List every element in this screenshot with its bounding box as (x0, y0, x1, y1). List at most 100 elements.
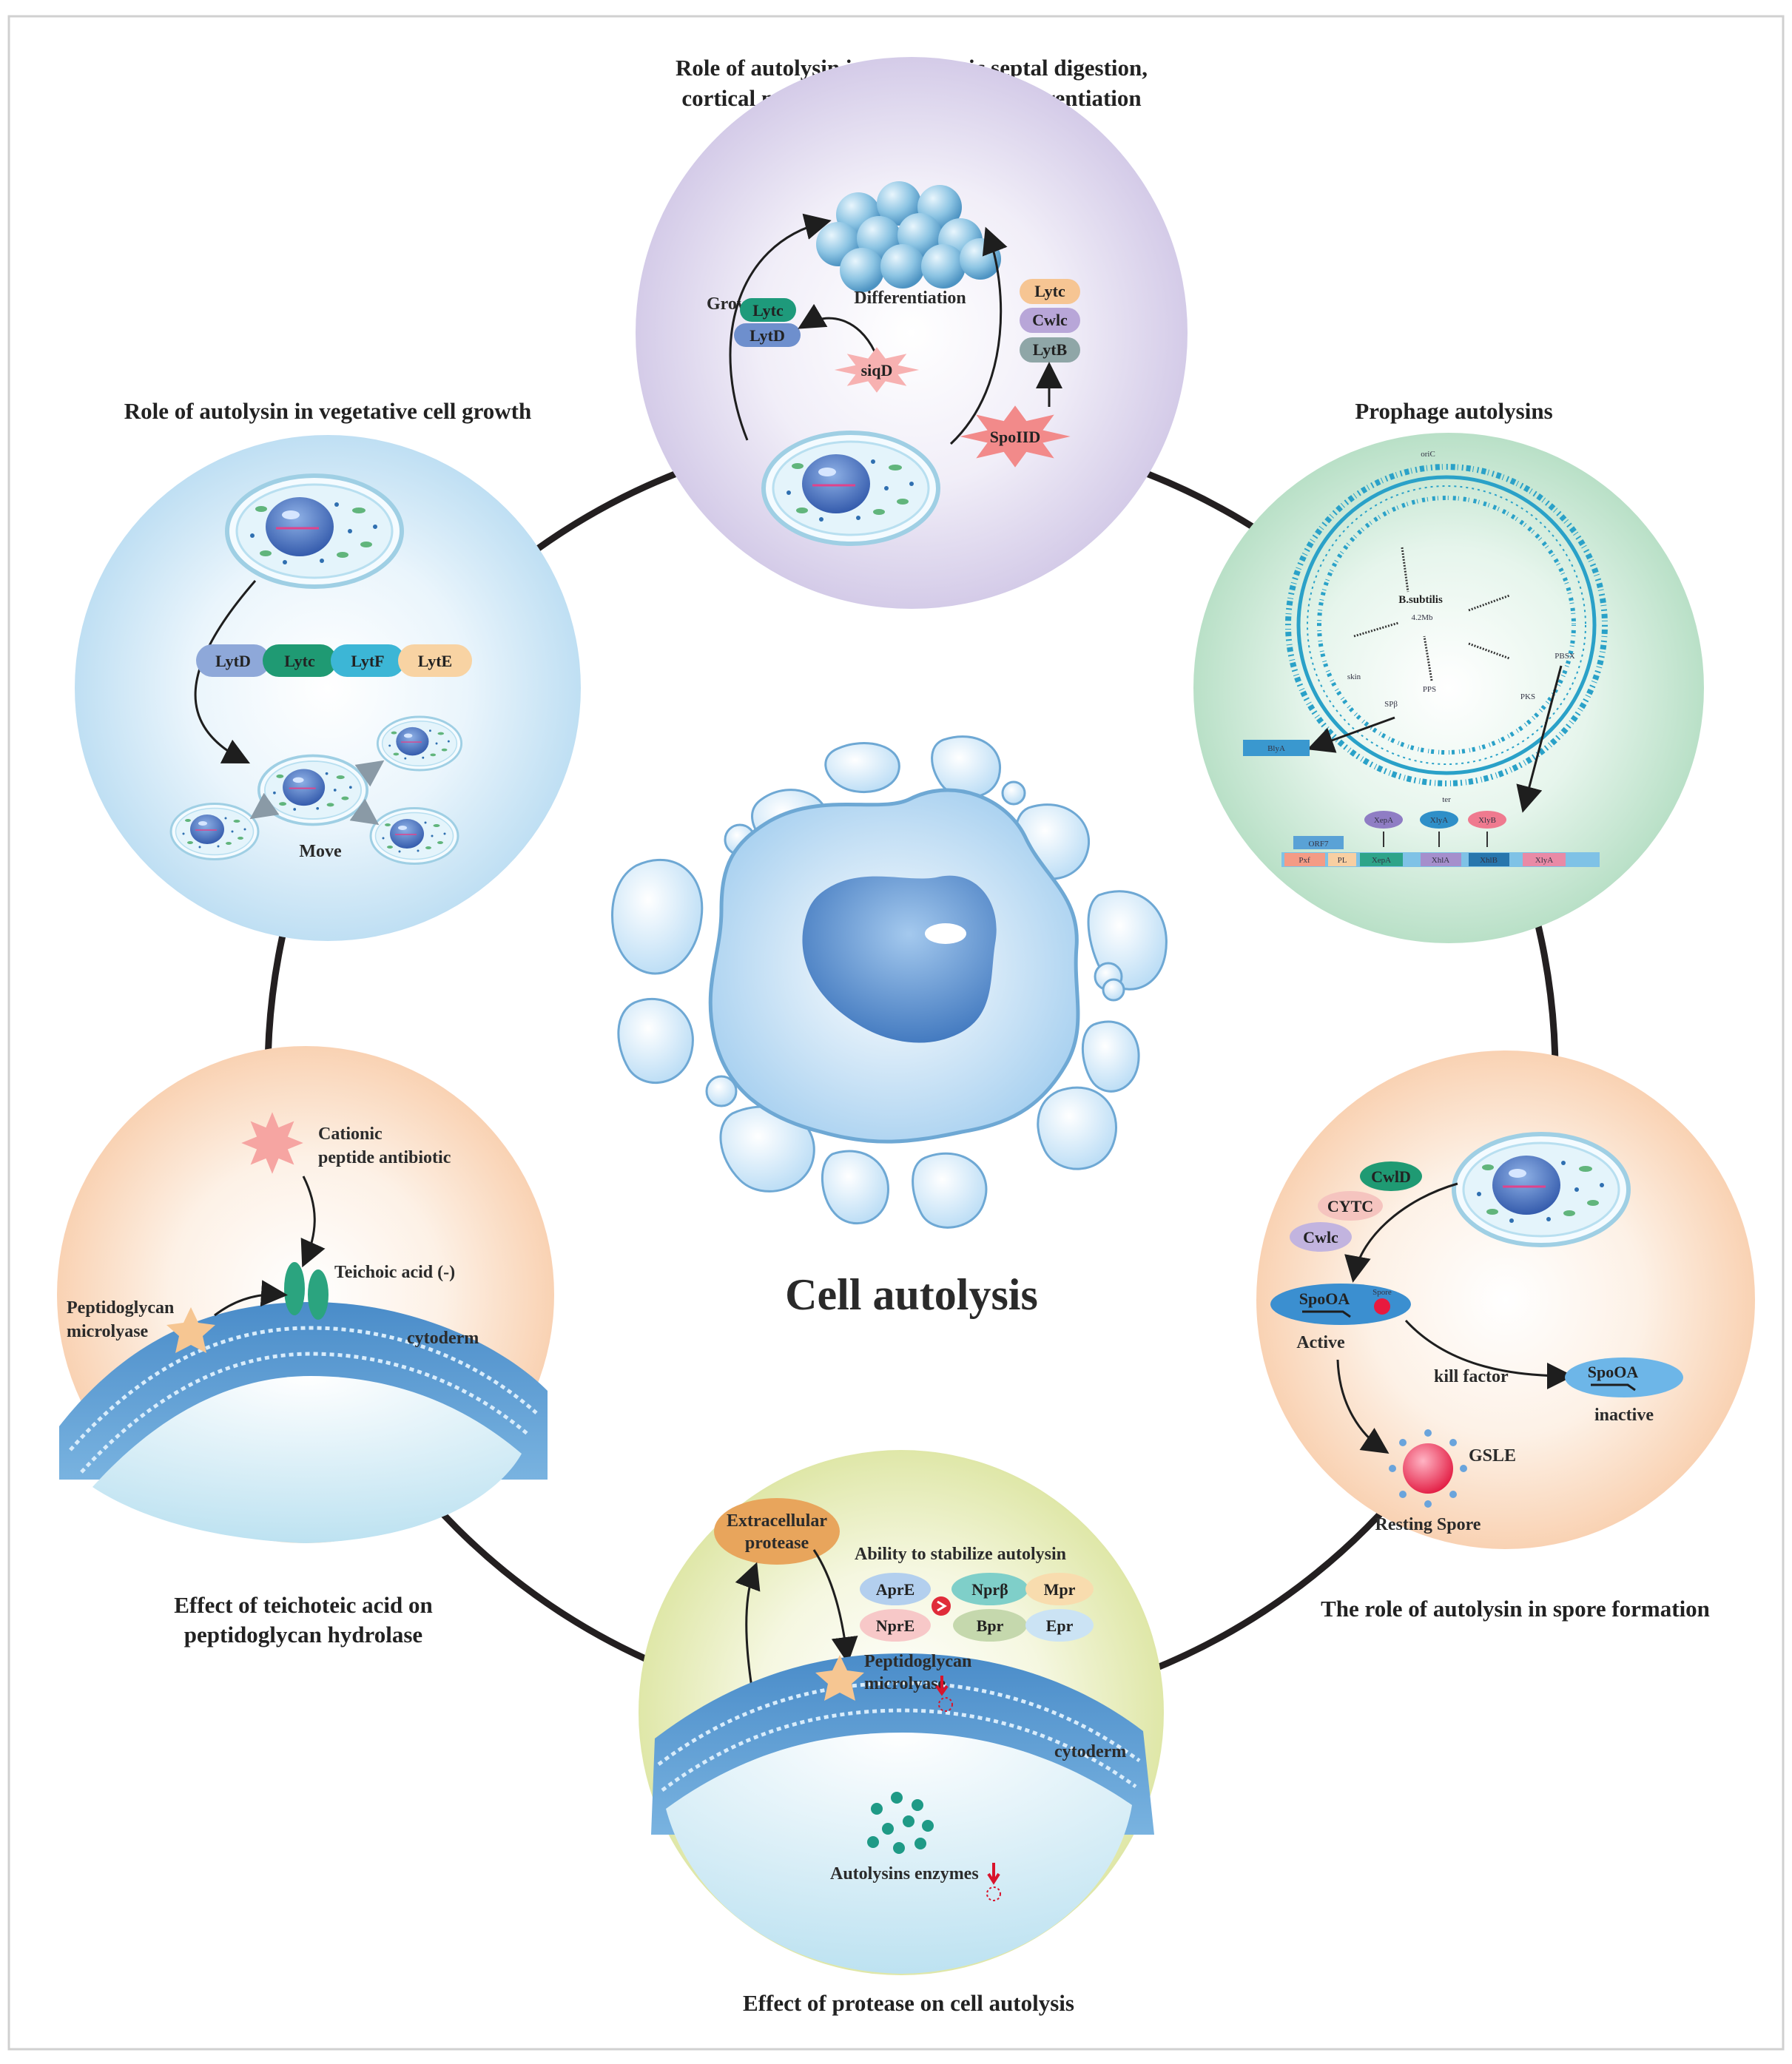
bubble-1 (824, 742, 900, 794)
bpr-label: Bpr (977, 1616, 1004, 1635)
cwld-pill (1360, 1161, 1422, 1191)
veg-bacterium-left (169, 803, 260, 860)
bpr-pill (953, 1609, 1027, 1642)
protease-title: Effect of protease on cell autolysis (743, 1990, 1074, 2016)
active-label: Active (1296, 1333, 1345, 1352)
genome-map (1285, 464, 1608, 786)
inactive-label: inactive (1594, 1406, 1654, 1425)
spooa-inactive-label: SpoOA (1588, 1363, 1639, 1381)
teichoic-cytoderm-label: cytoderm (407, 1329, 479, 1348)
top-bacterium (764, 433, 938, 544)
protease-lipid-outer (657, 1681, 1141, 1767)
greater-than-icon (932, 1596, 951, 1616)
teichoic-title-1: Effect of teichoteic acid on (174, 1592, 433, 1618)
pxf-bar (1284, 853, 1325, 866)
protease-down-arrow (812, 1549, 858, 1664)
cationic-burst (241, 1112, 303, 1174)
panel-vegetative-growth: Role of autolysin in vegetative cell gro… (75, 398, 581, 941)
teichoic-lipid-outer (69, 1326, 538, 1451)
spore-bacterium (1454, 1134, 1628, 1245)
gsle-label: GSLE (1469, 1446, 1516, 1466)
cwlc-spore-pill (1290, 1222, 1352, 1252)
siqd-arrow (798, 303, 876, 352)
genome-ter: ter (1442, 795, 1451, 804)
xepa-top-label: XepA (1374, 816, 1393, 825)
lytd-pill-left-label: LytD (750, 326, 785, 345)
protease-lipid-inner (661, 1708, 1137, 1792)
bubble-13 (705, 1075, 738, 1107)
protease-cytoderm-label: cytoderm (1054, 1742, 1126, 1761)
lytb-pill (1020, 337, 1080, 362)
bubble-10 (617, 998, 694, 1085)
veg-bacterium-upright (376, 715, 463, 772)
lytd-pill-left (734, 323, 801, 347)
bubble-17 (912, 1152, 988, 1229)
npre-label: NprE (876, 1616, 915, 1635)
bubble-11 (1081, 1020, 1140, 1093)
autolysin-dots (867, 1792, 934, 1854)
pl-bar (1328, 853, 1356, 866)
veg-lytd-label: LytD (215, 652, 251, 670)
veg-bacterium-top (227, 476, 402, 587)
apre-label: AprE (876, 1580, 915, 1599)
panel-septal-digestion: Role of autolysin in asymmetric septal d… (636, 55, 1188, 609)
cwlc-pill-label: Cwlc (1032, 311, 1068, 329)
cytc-label: CYTC (1327, 1197, 1373, 1215)
spore-title: The role of autolysin in spore formation (1321, 1596, 1710, 1622)
move-label: Move (299, 842, 342, 861)
panel-prophage: Prophage autolysins B.subtilis 4.2Mb ori… (1193, 398, 1704, 943)
cationic-label-2: peptide antibiotic (318, 1148, 451, 1167)
spooa-active-label: SpoOA (1299, 1289, 1350, 1308)
veg-lyte-pill (398, 644, 472, 677)
genome-skin: skin (1347, 672, 1361, 681)
veg-lytd-pill (196, 644, 270, 677)
genome-spbeta: SPβ (1384, 700, 1398, 709)
panel-spore: CwlD CYTC Cwlc SpoOA Spore Active kill f… (1256, 1050, 1755, 1622)
genome-pps: PPS (1423, 685, 1436, 694)
central-title: Cell autolysis (785, 1270, 1038, 1319)
autolysins-down-arrow-icon (987, 1863, 1000, 1885)
blya-bar (1243, 740, 1310, 756)
bubble-16 (821, 1150, 889, 1225)
pbsx-arrow (1516, 665, 1563, 813)
genome-pks: PKS (1520, 692, 1535, 701)
grow-arrow (729, 213, 832, 441)
xlya-top-pill (1420, 811, 1458, 829)
cationic-arrow (300, 1176, 326, 1268)
bubble-7 (611, 858, 704, 975)
resting-spore-icon (1389, 1429, 1467, 1508)
move-arrow-l (249, 792, 280, 820)
protease-pg-label-1: Peptidoglycan (864, 1652, 971, 1671)
bubble-2 (931, 735, 1001, 799)
differentiation-arrow (949, 226, 1008, 445)
blya-arrow (1307, 716, 1395, 753)
xhlb-bar (1469, 853, 1509, 866)
prophage-panel-circle (1193, 433, 1704, 943)
apre-pill (860, 1573, 931, 1605)
veg-arrow (194, 580, 257, 764)
teichoic-acid-shape-1 (284, 1262, 305, 1315)
nucleus-highlight (925, 923, 966, 944)
panel-teichoic: Cationic peptide antibiotic Teichoic aci… (57, 1046, 554, 1648)
siqd-label: siqD (861, 361, 893, 380)
extracellular-label-2: protease (745, 1534, 809, 1553)
nprb-label: Nprβ (971, 1580, 1008, 1599)
cwlc-pill (1020, 308, 1080, 333)
xlya-bar (1523, 853, 1566, 866)
spooa-inactive-pill (1565, 1358, 1683, 1397)
veg-title: Role of autolysin in vegetative cell gro… (124, 398, 531, 424)
veg-bacterium-center (257, 754, 369, 826)
kill-arrow (1404, 1319, 1574, 1389)
xepa-bar (1360, 853, 1403, 866)
veg-lyte-label: LytE (418, 652, 452, 670)
extracellular-label-1: Extracellular (727, 1511, 827, 1531)
differentiation-label: Differentiation (854, 289, 966, 308)
prophage-title: Prophage autolysins (1355, 398, 1552, 424)
xhlb-label: XhlB (1480, 856, 1498, 865)
lytc-pill-left-label: Lytc (752, 301, 784, 320)
bubble-14 (1037, 1086, 1117, 1170)
pg-star (166, 1307, 215, 1353)
veg-lytc-pill (263, 644, 337, 677)
orf7-label: ORF7 (1309, 840, 1329, 849)
